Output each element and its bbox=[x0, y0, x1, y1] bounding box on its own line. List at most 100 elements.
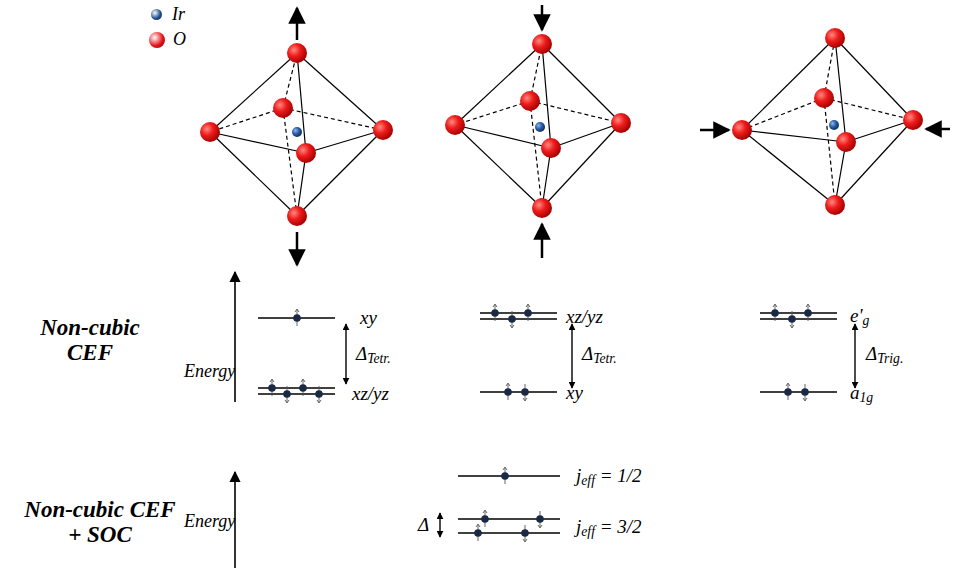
axis-label: Energy bbox=[184, 362, 235, 382]
legend-entry: Ir bbox=[149, 4, 185, 25]
electron bbox=[283, 386, 291, 403]
energy-level bbox=[760, 391, 837, 393]
edge bbox=[297, 53, 383, 130]
electron bbox=[521, 384, 529, 401]
edge bbox=[542, 123, 621, 208]
oxygen-atom bbox=[296, 143, 316, 163]
electron bbox=[508, 311, 516, 328]
orbital-label: a1g bbox=[850, 383, 873, 404]
back-edge bbox=[283, 108, 383, 130]
oxygen-atom bbox=[532, 198, 552, 218]
oxygen-atom bbox=[532, 34, 552, 54]
edge bbox=[297, 130, 383, 216]
electron bbox=[501, 467, 509, 484]
legend-entry: O bbox=[149, 29, 186, 50]
oxygen-atom bbox=[445, 115, 465, 135]
octahedron bbox=[445, 34, 631, 218]
electron bbox=[771, 304, 779, 321]
edge bbox=[297, 53, 306, 153]
back-edge bbox=[824, 98, 835, 205]
electron bbox=[521, 525, 529, 542]
octahedron bbox=[732, 28, 923, 215]
edge bbox=[742, 38, 835, 130]
electron bbox=[801, 384, 809, 401]
back-edge bbox=[283, 108, 297, 216]
octahedron bbox=[200, 43, 393, 226]
edge bbox=[742, 130, 835, 205]
energy-level bbox=[458, 475, 560, 477]
panel-title: Non-cubic CEF + SOC bbox=[20, 497, 180, 548]
edge bbox=[542, 44, 551, 148]
electron bbox=[784, 383, 792, 400]
oxygen-atom bbox=[541, 138, 561, 158]
edge bbox=[846, 120, 913, 142]
energy-level bbox=[458, 532, 560, 534]
legend-swatch bbox=[151, 9, 162, 20]
oxygen-atom bbox=[836, 132, 856, 152]
oxygen-atom bbox=[825, 28, 845, 48]
panel-title: Non-cubic CEF bbox=[20, 315, 160, 366]
oxygen-atom bbox=[287, 43, 307, 63]
back-edge bbox=[530, 101, 542, 208]
legend-text: O bbox=[173, 29, 186, 50]
oxygen-atom bbox=[814, 88, 834, 108]
back-edge bbox=[455, 101, 530, 125]
orbital-label: xz/yz bbox=[566, 307, 603, 328]
state-label: jeff = 3/2 bbox=[576, 517, 642, 538]
gap-label: ΔTetr. bbox=[582, 344, 617, 365]
electron bbox=[474, 524, 482, 541]
oxygen-atom bbox=[273, 98, 293, 118]
electron bbox=[524, 304, 532, 321]
legend-text: Ir bbox=[172, 4, 185, 25]
electron bbox=[481, 510, 489, 527]
electron bbox=[491, 304, 499, 321]
orbital-label: xy bbox=[360, 308, 377, 329]
electron bbox=[788, 311, 796, 328]
orbital-label: xy bbox=[566, 383, 583, 404]
edge bbox=[210, 132, 306, 153]
electron bbox=[504, 383, 512, 400]
axis-label: Energy bbox=[184, 512, 235, 532]
oxygen-atom bbox=[373, 120, 393, 140]
legend-swatch bbox=[149, 32, 165, 48]
edge bbox=[455, 125, 542, 208]
oxygen-atom bbox=[903, 110, 923, 130]
energy-level bbox=[480, 391, 557, 393]
oxygen-atom bbox=[825, 195, 845, 215]
edge bbox=[742, 130, 846, 142]
orbital-label: e'g bbox=[850, 306, 869, 327]
iridium-atom bbox=[292, 127, 302, 137]
energy-level bbox=[760, 318, 837, 320]
energy-level bbox=[258, 393, 335, 395]
electron bbox=[268, 379, 276, 396]
edge bbox=[835, 38, 913, 120]
edge bbox=[306, 130, 383, 153]
edge bbox=[210, 132, 297, 216]
oxygen-atom bbox=[520, 91, 540, 111]
oxygen-atom bbox=[287, 206, 307, 226]
back-edge bbox=[210, 108, 283, 132]
back-edge bbox=[742, 98, 824, 130]
iridium-atom bbox=[535, 122, 545, 132]
oxygen-atom bbox=[200, 122, 220, 142]
stress-arrows bbox=[297, 5, 950, 265]
oxygen-atom bbox=[611, 113, 631, 133]
edge bbox=[835, 120, 913, 205]
oxygen-atom bbox=[732, 120, 752, 140]
edge bbox=[551, 123, 621, 148]
edge bbox=[210, 53, 297, 132]
electron bbox=[804, 304, 812, 321]
energy-level bbox=[480, 318, 557, 320]
orbital-label: xz/yz bbox=[352, 384, 389, 405]
edge bbox=[455, 44, 542, 125]
back-edge bbox=[530, 101, 621, 123]
electron bbox=[293, 309, 301, 326]
electron bbox=[299, 379, 307, 396]
edge bbox=[542, 44, 621, 123]
iridium-atom bbox=[829, 120, 839, 130]
electron bbox=[536, 511, 544, 528]
back-edge bbox=[824, 98, 913, 120]
gap-label: Δ bbox=[418, 515, 429, 536]
